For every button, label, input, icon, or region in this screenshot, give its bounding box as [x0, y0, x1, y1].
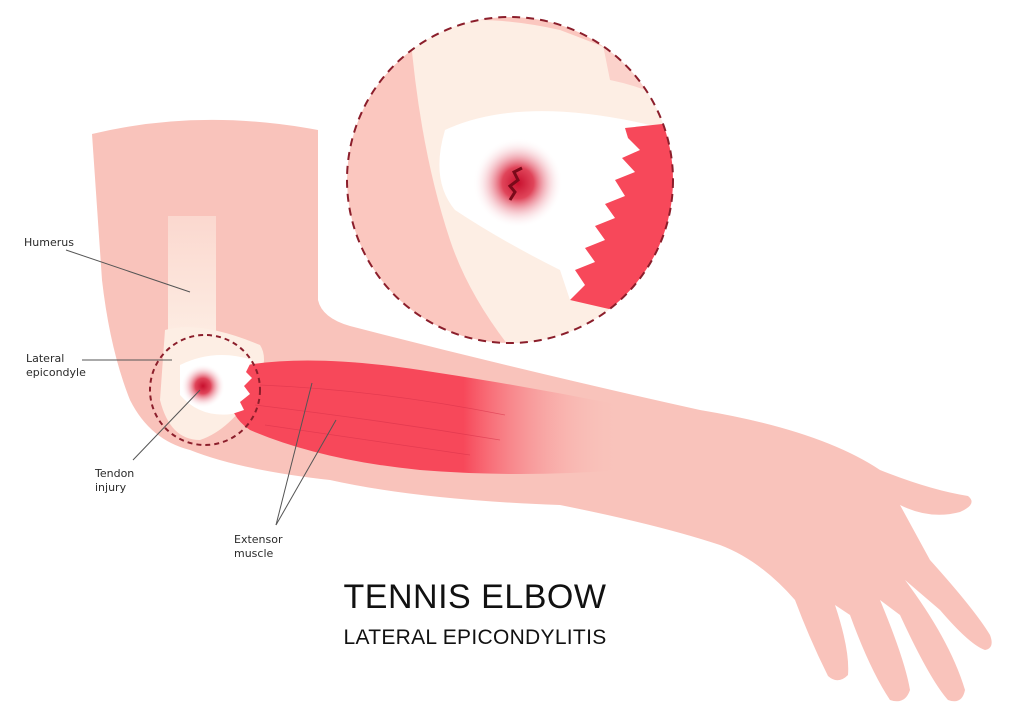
label-lateral-epicondyle: Lateral epicondyle	[26, 352, 86, 379]
label-humerus: Humerus	[24, 236, 74, 249]
diagram-title: TENNIS ELBOW	[343, 578, 607, 616]
arm-silhouette	[92, 119, 992, 702]
humerus-leader	[65, 249, 191, 293]
tendon-injury-leader	[132, 389, 201, 461]
small-highlight-circle	[149, 334, 261, 446]
zoom-detail-circle	[347, 17, 673, 343]
diagram-subtitle: LATERAL EPICONDYLITIS	[343, 626, 607, 649]
label-extensor-muscle: Extensor muscle	[234, 533, 283, 560]
extensor-leader-2	[275, 419, 337, 526]
extensor-leader-1	[275, 382, 313, 526]
label-tendon-injury: Tendon injury	[95, 467, 135, 494]
